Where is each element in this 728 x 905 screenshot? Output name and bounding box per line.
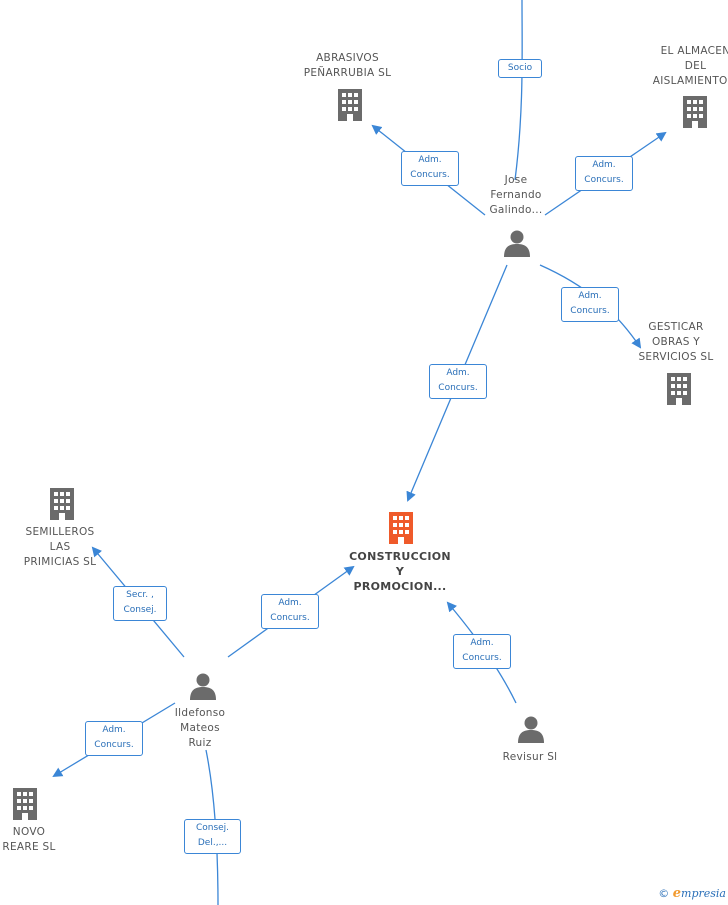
person-icon[interactable] — [518, 716, 544, 744]
brand-initial: e — [672, 886, 682, 901]
brand-name: mpresia — [681, 887, 726, 900]
copyright-symbol: © — [658, 887, 670, 900]
building-icon[interactable] — [13, 788, 37, 820]
company-label-abrasivos[interactable]: ABRASIVOS PEÑARRUBIA SL — [303, 52, 392, 79]
edge-socio — [514, 0, 523, 181]
edge-label-ildefonso-novo[interactable]: Adm. Concurs. — [85, 721, 143, 756]
company-label-almacen[interactable]: EL ALMACEN DEL AISLAMIENTO S — [652, 45, 728, 87]
edge-label-ildefonso-main[interactable]: Adm. Concurs. — [261, 594, 319, 629]
person-icon[interactable] — [504, 230, 530, 258]
person-icon[interactable] — [190, 673, 216, 701]
edge-label-ildefonso-semilleros[interactable]: Secr. , Consej. — [113, 586, 167, 621]
person-label-jose[interactable]: Jose Fernando Galindo... — [489, 174, 543, 216]
company-label-gesticar[interactable]: GESTICAR OBRAS Y SERVICIOS SL — [638, 321, 714, 363]
person-label-revisur[interactable]: Revisur Sl — [502, 751, 558, 763]
building-icon[interactable] — [338, 89, 362, 121]
building-icon[interactable] — [50, 488, 74, 520]
company-label-semilleros[interactable]: SEMILLEROS LAS PRIMICIAS SL — [23, 526, 97, 568]
edge-label-jose-almacen[interactable]: Adm. Concurs. — [575, 156, 633, 191]
edge-label-jose-gesticar[interactable]: Adm. Concurs. — [561, 287, 619, 322]
building-icon[interactable] — [667, 373, 691, 405]
company-label-novo[interactable]: NOVO REARE SL — [2, 826, 56, 853]
edge-label-jose-abrasivos[interactable]: Adm. Concurs. — [401, 151, 459, 186]
edge-label-jose-main[interactable]: Adm. Concurs. — [429, 364, 487, 399]
empresia-watermark: © empresia — [658, 886, 726, 901]
person-label-ildefonso[interactable]: Ildefonso Mateos Ruiz — [174, 707, 226, 749]
edge-label-ildefonso-down[interactable]: Consej. Del.,... — [184, 819, 241, 854]
building-icon[interactable] — [683, 96, 707, 128]
edge-label-revisur-main[interactable]: Adm. Concurs. — [453, 634, 511, 669]
main-company-label[interactable]: CONSTRUCCION Y PROMOCION... — [349, 550, 451, 593]
edge-label-socio[interactable]: Socio — [498, 59, 542, 78]
building-icon[interactable] — [389, 512, 413, 544]
